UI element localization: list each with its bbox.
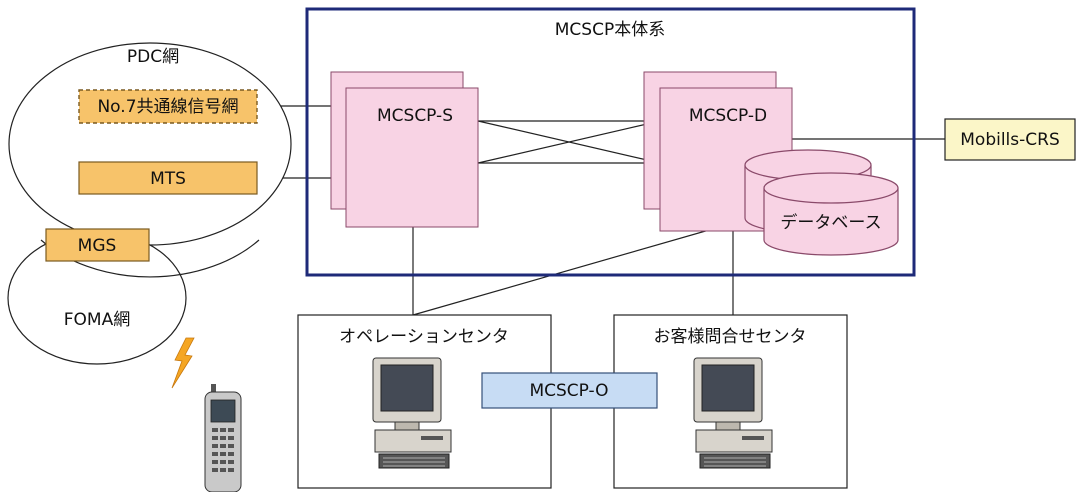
mobills-crs-label: Mobills-CRS — [960, 130, 1060, 150]
customer-computer-icon — [693, 357, 773, 469]
mgs-label: MGS — [78, 236, 117, 256]
database-front-cylinder-top — [763, 172, 899, 204]
link-s-d-cross-2 — [477, 120, 661, 164]
mcscp-d-label: MCSCP-D — [689, 106, 767, 126]
wireless-lightning-icon — [171, 337, 195, 389]
link-db-operation — [412, 223, 731, 316]
mcscp-system-frame — [305, 7, 916, 277]
pdc-network-ellipse — [8, 42, 292, 246]
mts-box — [78, 161, 258, 195]
no7-signal-network-box — [78, 89, 258, 124]
mts-label: MTS — [150, 169, 186, 189]
mobile-phone-icon — [204, 384, 242, 492]
mcscp-s-server-stack — [330, 71, 479, 228]
foma-network-label: FOMA網 — [64, 310, 130, 330]
mobills-crs-box — [944, 118, 1076, 161]
customer-center-label: お客様問合せセンタ — [654, 327, 807, 347]
mcscp-o-box — [481, 372, 658, 409]
no7-label: No.7共通線信号網 — [97, 97, 238, 117]
operation-center-label: オペレーションセンタ — [339, 327, 509, 347]
mcscp-s-front-panel — [345, 87, 479, 228]
database-cylinders — [744, 149, 899, 256]
operation-computer-icon — [372, 357, 452, 469]
database-front-cylinder-body — [763, 188, 899, 256]
pdc-network-label: PDC網 — [127, 47, 179, 67]
mgs-box — [45, 228, 150, 262]
mcscp-s-label: MCSCP-S — [377, 106, 453, 126]
connection-lines — [96, 105, 945, 316]
mcscp-o-label: MCSCP-O — [529, 381, 608, 401]
mcscp-system-title: MCSCP本体系 — [555, 20, 665, 40]
database-label: データベース — [780, 212, 881, 233]
